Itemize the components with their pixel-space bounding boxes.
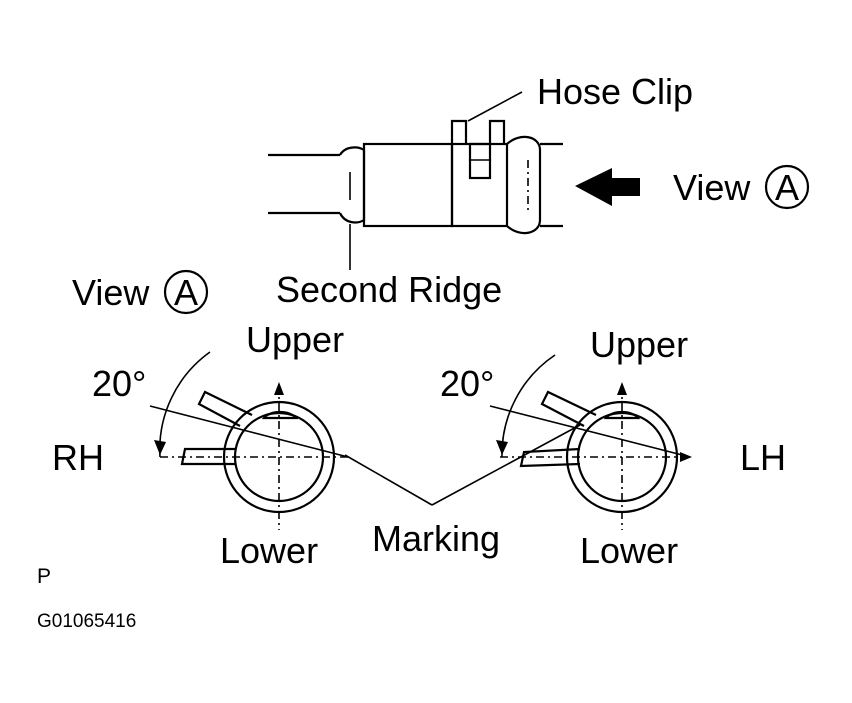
view-a-letter-top: A	[775, 167, 799, 208]
lower-label-right: Lower	[580, 530, 678, 571]
lower-label-left: Lower	[220, 530, 318, 571]
clip-lh	[489, 354, 692, 530]
lh-label: LH	[740, 437, 786, 478]
upper-label-left: Upper	[246, 319, 344, 360]
page-letter-label: P	[37, 565, 51, 588]
view-a-label-top: View	[673, 167, 751, 208]
figure-code-label: G01065416	[37, 611, 136, 632]
angle-label-left: 20°	[92, 363, 146, 404]
clip-rh	[149, 351, 350, 530]
view-a-circle-top	[764, 164, 810, 210]
hose-assembly	[268, 91, 563, 270]
marking-leader-left	[344, 454, 433, 506]
marking-label: Marking	[372, 518, 500, 559]
marking-leader-right	[431, 424, 581, 506]
angle-label-right: 20°	[440, 363, 494, 404]
second-ridge-label: Second Ridge	[276, 269, 502, 310]
view-a-label-left: View	[72, 272, 150, 313]
view-a-letter-left: A	[174, 272, 198, 313]
hose-clip-label: Hose Clip	[537, 71, 693, 112]
rh-label: RH	[52, 437, 104, 478]
view-a-circle-left	[163, 269, 209, 315]
upper-label-right: Upper	[590, 324, 688, 365]
view-arrow-icon	[575, 168, 640, 206]
